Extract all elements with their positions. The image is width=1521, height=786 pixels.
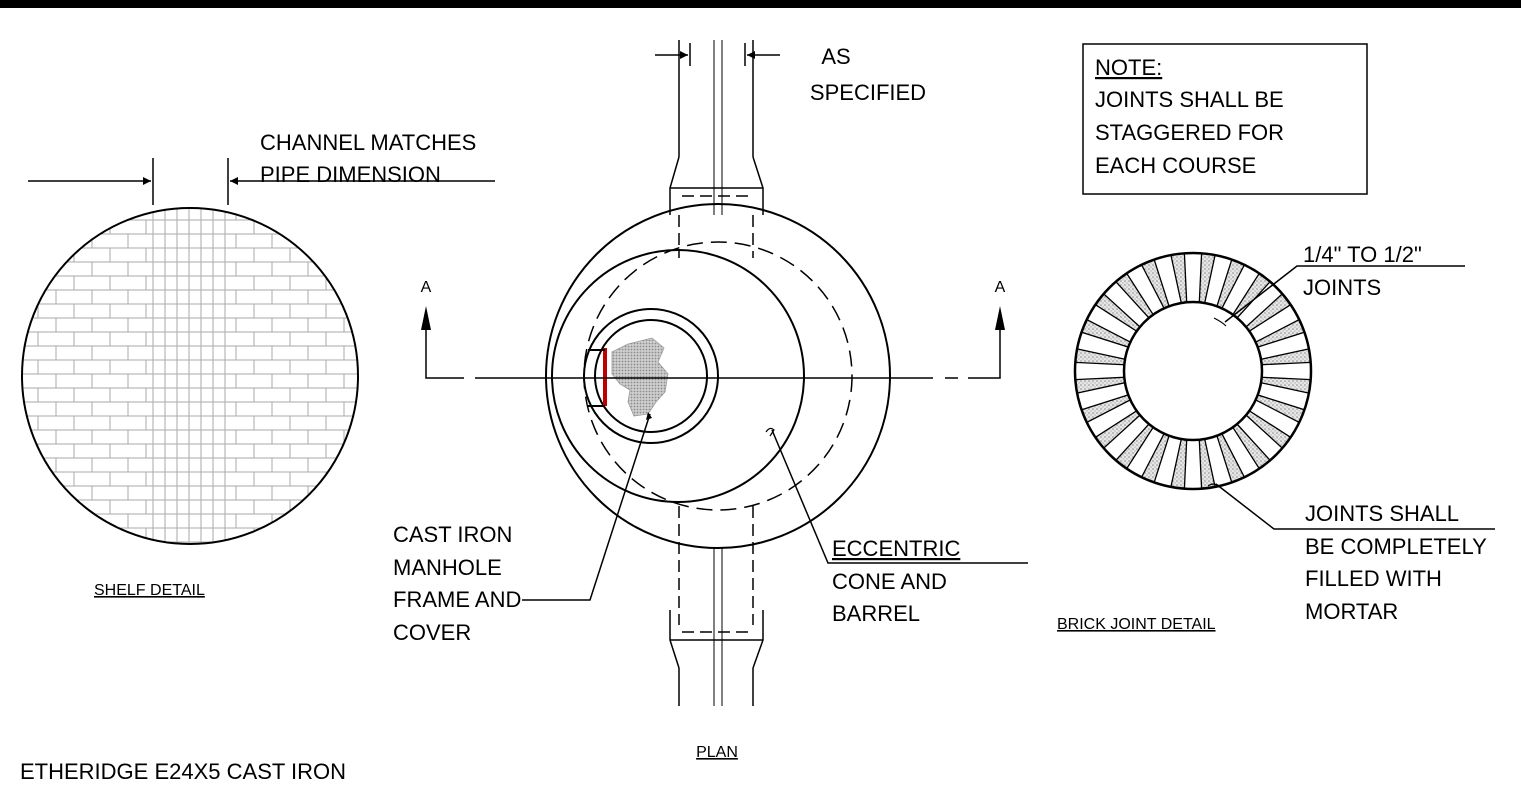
- eccentric-cone-top: [551, 249, 805, 503]
- filled-label-line2: BE COMPLETELY: [1305, 534, 1487, 559]
- eccentric-label-line3: BARREL: [832, 601, 920, 626]
- ring-brick: [1261, 361, 1312, 381]
- channel-label-line1: CHANNEL MATCHES: [260, 130, 476, 155]
- shelf-brick-pattern: [22, 208, 358, 544]
- section-label-left: A: [421, 279, 432, 296]
- filled-label-line1: JOINTS SHALL: [1305, 501, 1459, 526]
- note-line-3: EACH COURSE: [1095, 153, 1256, 178]
- ring-brick: [1183, 252, 1203, 303]
- ring-brick: [1183, 439, 1203, 490]
- brick-ring-outer: [1073, 251, 1313, 491]
- upper-pipe: [669, 40, 764, 258]
- leader-joint-size: [1224, 265, 1465, 323]
- cast-iron-label-line3: FRAME AND: [393, 587, 521, 612]
- cast-iron-label-line1: CAST IRON: [393, 522, 512, 547]
- manhole-barrel: [545, 203, 891, 549]
- brick-ring-inner: [1122, 300, 1264, 442]
- ring-brick: [1074, 361, 1125, 381]
- brick-joint-detail: 1/4" TO 1/2" JOINTS JOINTS SHALL BE COMP…: [1057, 242, 1495, 633]
- eccentric-label-line1: ECCENTRIC: [832, 536, 960, 561]
- as-specified-line2: SPECIFIED: [810, 80, 926, 105]
- brick-joint-detail-title: BRICK JOINT DETAIL: [1057, 616, 1216, 633]
- cast-iron-label-line2: MANHOLE: [393, 555, 502, 580]
- title-border-bar: [0, 0, 1521, 8]
- channel-label-line2: PIPE DIMENSION: [260, 162, 441, 187]
- note-line-2: STAGGERED FOR: [1095, 120, 1284, 145]
- note-title: NOTE:: [1095, 55, 1162, 80]
- joint-size-line2: JOINTS: [1303, 275, 1381, 300]
- cover-rust-stain: [611, 337, 669, 417]
- eccentric-label-line2: CONE AND: [832, 569, 947, 594]
- as-specified-line1: AS: [821, 44, 850, 69]
- filled-label-line3: FILLED WITH: [1305, 566, 1442, 591]
- note-line-1: JOINTS SHALL BE: [1095, 87, 1284, 112]
- brick-ring: [1074, 252, 1312, 490]
- section-label-right: A: [995, 279, 1006, 296]
- manhole-cover: [594, 319, 708, 433]
- lower-pipe: [669, 506, 764, 706]
- leader-filled: [1215, 483, 1495, 530]
- frame-spec-note: ETHERIDGE E24X5 CAST IRON: [20, 759, 346, 784]
- filled-label-line4: MORTAR: [1305, 599, 1398, 624]
- note-box: NOTE: JOINTS SHALL BE STAGGERED FOR EACH…: [1082, 43, 1368, 195]
- manhole-frame-outer: [583, 308, 719, 444]
- shelf-detail-title: SHELF DETAIL: [94, 582, 205, 599]
- shelf-outline: [21, 207, 359, 545]
- section-line-a-a: A A: [421, 279, 1006, 379]
- cast-iron-label-line4: COVER: [393, 620, 471, 645]
- leader-cast-iron: [522, 413, 651, 601]
- plan-view: AS SPECIFIED: [393, 40, 1028, 761]
- joint-size-line1: 1/4" TO 1/2": [1303, 242, 1422, 267]
- leader-eccentric: [771, 429, 1028, 564]
- pipe-dimension: AS SPECIFIED: [655, 43, 926, 105]
- plan-title: PLAN: [696, 744, 738, 761]
